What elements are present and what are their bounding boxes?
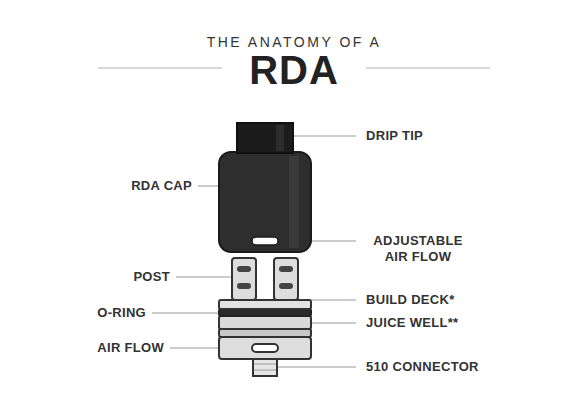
title-rule (98, 67, 222, 69)
lower-ring (219, 329, 311, 337)
rda-cap (219, 152, 311, 252)
connector-thread (254, 364, 276, 370)
part-label: ADJUSTABLE AIR FLOW (366, 233, 470, 264)
post (274, 258, 298, 300)
drip-tip (237, 123, 293, 153)
part-label: AIR FLOW (97, 340, 164, 356)
drip-tip-highlight (276, 125, 284, 151)
o-ring (219, 309, 311, 316)
title: RDA (249, 46, 339, 94)
part-label: O-RING (97, 305, 146, 321)
part-label: BUILD DECK* (366, 292, 455, 308)
cap-highlight (289, 156, 299, 248)
post-holes (237, 266, 293, 289)
base-ring (219, 337, 311, 359)
part-label: RDA CAP (131, 178, 192, 194)
part-label: DRIP TIP (366, 128, 423, 144)
title-rule (366, 67, 490, 69)
510-connector (253, 358, 277, 376)
part-label: POST (133, 269, 170, 285)
leader-lines (152, 136, 356, 367)
adjustable-air-flow-slot (252, 237, 278, 245)
part-label: 510 CONNECTOR (366, 359, 479, 375)
subtitle: THE ANATOMY OF A (207, 34, 382, 51)
build-deck (219, 300, 311, 309)
part-label: JUICE WELL** (366, 315, 458, 331)
post (232, 258, 256, 300)
juice-well (219, 316, 311, 329)
air-flow-slot (252, 344, 278, 352)
